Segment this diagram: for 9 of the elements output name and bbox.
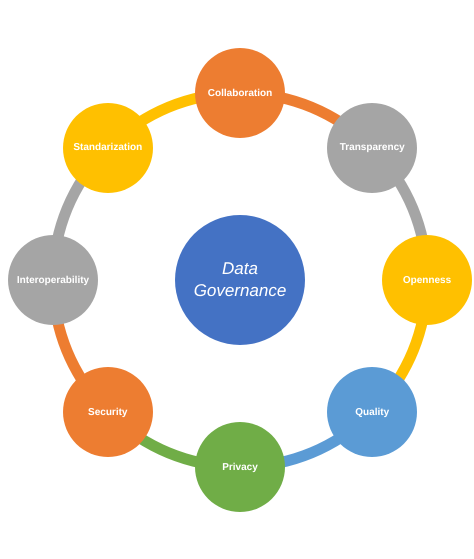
node-label: Collaboration (208, 88, 272, 98)
node-label: Data Governance (192, 258, 288, 302)
node-label: Interoperability (16, 274, 90, 286)
node-label: Transparency (340, 142, 405, 154)
node-label: Standarization (73, 142, 142, 154)
node-label: Quality (355, 406, 390, 418)
node-label: Privacy (222, 462, 258, 472)
node-label: Openness (402, 274, 452, 286)
node-label: Security (88, 406, 128, 418)
